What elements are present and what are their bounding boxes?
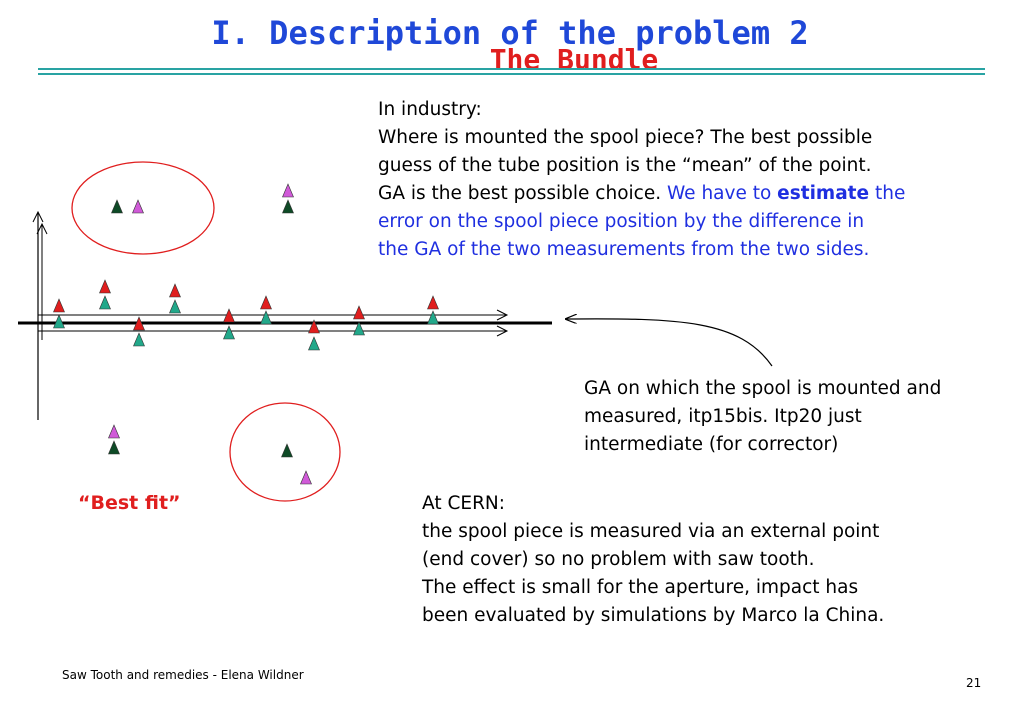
ga-note-block: GA on which the spool is mounted and mea… [584, 375, 1014, 459]
triangle-marker-red [169, 283, 181, 298]
triangle-marker-teal [133, 332, 145, 347]
horizontal-axis-lower-arrow [496, 325, 509, 337]
horizontal-axis-upper-arrow [496, 309, 509, 321]
triangle-marker-red [133, 316, 145, 331]
triangle-marker-teal [99, 295, 111, 310]
ellipse-upper-cluster [71, 161, 215, 255]
industry-text-block: In industry: Where is mounted the spool … [378, 96, 1008, 264]
industry-heading: In industry: [378, 99, 482, 120]
triangle-marker-violet [132, 199, 144, 214]
triangle-marker-violet [300, 470, 312, 485]
triangle-marker-teal [169, 299, 181, 314]
cern-heading: At CERN: [422, 493, 505, 514]
page-number: 21 [966, 676, 982, 690]
ga-note-line-1: GA on which the spool is mounted and [584, 378, 942, 399]
triangle-marker-teal [427, 310, 439, 325]
triangle-marker-violet [282, 183, 294, 198]
industry-line-3: GA is the best possible choice. We have … [378, 180, 1008, 208]
industry-line-3-blue: We have to [666, 183, 778, 204]
triangle-marker-dark-green [108, 440, 120, 455]
cern-line-4: been evaluated by simulations by Marco l… [422, 605, 885, 626]
triangle-marker-dark-green [111, 199, 123, 214]
triangle-marker-red [427, 295, 439, 310]
industry-line-1: Where is mounted the spool piece? The be… [378, 127, 873, 148]
cern-line-3: The effect is small for the aperture, im… [422, 577, 859, 598]
industry-line-3-black: GA is the best possible choice. [378, 183, 667, 204]
industry-line-4: error on the spool piece position by the… [378, 211, 865, 232]
slide-subtitle: The Bundle [489, 43, 659, 76]
footer-text: Saw Tooth and remedies - Elena Wildner [62, 668, 304, 682]
ellipse-lower-cluster [229, 402, 341, 502]
triangle-marker-red [223, 308, 235, 323]
triangle-marker-red [308, 319, 320, 334]
triangle-marker-red [260, 295, 272, 310]
triangle-marker-teal [353, 321, 365, 336]
triangle-marker-red [353, 305, 365, 320]
cern-line-2: (end cover) so no problem with saw tooth… [422, 549, 815, 570]
slide-title: I. Description of the problem 2 [211, 14, 809, 52]
marker-group [53, 183, 439, 485]
vertical-axis-left-arrow [32, 210, 44, 223]
industry-line-3-blue-end: the [869, 183, 906, 204]
ga-note-line-2: measured, itp15bis. Itp20 just [584, 406, 862, 427]
industry-estimate-bold: estimate [777, 183, 870, 204]
triangle-marker-red [99, 279, 111, 294]
pointer-arrow [566, 319, 773, 367]
ga-note-line-3: intermediate (for corrector) [584, 434, 839, 455]
triangle-marker-teal [308, 336, 320, 351]
best-fit-label: “Best fit” [78, 492, 181, 514]
industry-line-2: guess of the tube position is the “mean”… [378, 155, 872, 176]
cern-text-block: At CERN: the spool piece is measured via… [422, 490, 1022, 630]
triangle-marker-teal [260, 310, 272, 325]
triangle-marker-dark-green [282, 199, 294, 214]
title-rule-top [38, 68, 985, 70]
title-rule-bottom [38, 73, 985, 75]
triangle-marker-violet [108, 424, 120, 439]
vertical-axis-right-arrow [36, 222, 48, 235]
triangle-marker-teal [223, 325, 235, 340]
industry-line-5: the GA of the two measurements from the … [378, 239, 870, 260]
cern-line-1: the spool piece is measured via an exter… [422, 521, 880, 542]
triangle-marker-red [53, 298, 65, 313]
triangle-marker-teal [53, 314, 65, 329]
triangle-marker-dark-green [281, 443, 293, 458]
